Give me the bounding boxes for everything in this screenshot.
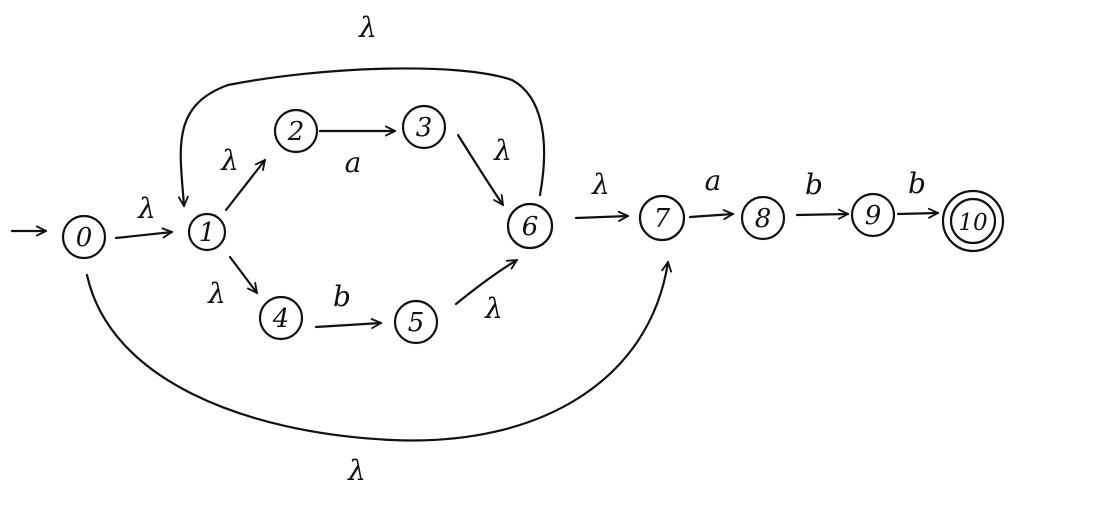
svg-text:9: 9	[865, 201, 882, 231]
svg-text:4: 4	[272, 304, 290, 334]
edge-4-5	[314, 318, 383, 330]
label-2-3: a	[345, 146, 362, 179]
state-2: 2	[273, 108, 319, 154]
label-0-1: λ	[137, 192, 156, 225]
label-5-6: λ	[484, 292, 503, 325]
edge-9-10	[896, 207, 940, 219]
svg-text:0: 0	[76, 223, 93, 253]
state-0: 0	[61, 214, 107, 260]
edge-6-1	[177, 67, 546, 208]
edge-5-6	[454, 258, 519, 306]
label-1-4: λ	[207, 277, 226, 310]
label-4-5: b	[333, 280, 351, 313]
state-9: 9	[850, 192, 896, 238]
edge-8-9	[795, 208, 850, 220]
state-3: 3	[401, 104, 447, 150]
svg-text:6: 6	[522, 212, 539, 242]
edge-6-7	[574, 210, 630, 222]
state-5: 5	[393, 299, 439, 345]
label-6-1: λ	[358, 11, 377, 44]
svg-text:7: 7	[654, 204, 671, 234]
label-7-8: a	[705, 164, 722, 197]
label-0-7: λ	[347, 454, 366, 487]
state-4: 4	[258, 295, 304, 341]
svg-text:2: 2	[287, 117, 305, 147]
edge-1-2	[224, 158, 267, 212]
label-3-6: λ	[493, 134, 512, 167]
svg-text:1: 1	[199, 218, 216, 248]
edge-1-4	[228, 255, 259, 295]
edge-7-8	[688, 209, 735, 221]
edge-3-6	[456, 133, 505, 207]
state-8: 8	[740, 195, 786, 241]
state-6: 6	[506, 202, 554, 250]
svg-text:10: 10	[958, 210, 987, 236]
state-10-accepting: 10	[941, 189, 1005, 253]
label-1-2: λ	[220, 144, 239, 177]
svg-text:3: 3	[416, 113, 433, 143]
label-9-10: b	[908, 167, 926, 200]
svg-text:5: 5	[408, 308, 425, 338]
svg-text:8: 8	[755, 204, 772, 234]
state-1: 1	[187, 212, 227, 252]
edge-0-1	[114, 227, 174, 240]
state-7: 7	[638, 194, 686, 242]
edge-0-7	[85, 260, 673, 442]
label-6-7: λ	[591, 168, 610, 201]
label-8-9: b	[805, 168, 823, 201]
